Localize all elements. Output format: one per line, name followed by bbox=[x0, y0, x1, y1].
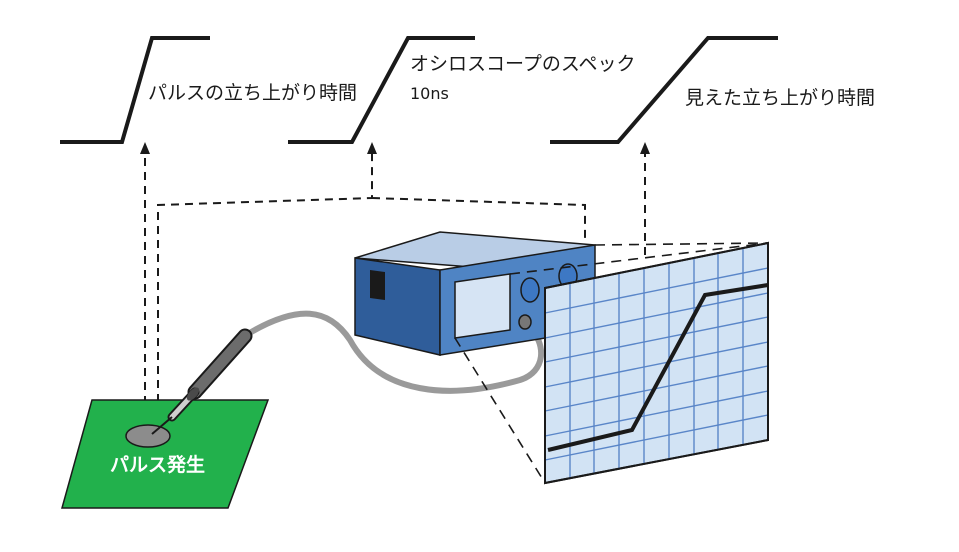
oscilloscope-icon bbox=[354, 231, 596, 356]
observed-rise-time-label: 見えた立ち上がり時間 bbox=[685, 87, 876, 109]
scope-spec-arrow-line bbox=[157, 152, 373, 430]
scope-spec-value: 10ns bbox=[410, 84, 449, 103]
observed-waveform-icon bbox=[550, 36, 778, 144]
scope-spec-arrow-line-right bbox=[371, 197, 586, 240]
pulse-arrow-head-icon bbox=[140, 142, 150, 154]
probe-cable bbox=[235, 310, 545, 394]
scope-grid-panel bbox=[544, 241, 769, 485]
probe-icon bbox=[151, 328, 253, 435]
observed-trace bbox=[547, 283, 769, 452]
projection-lines bbox=[454, 242, 769, 484]
oscilloscope-screen bbox=[454, 273, 511, 339]
probe-contact-pad bbox=[125, 424, 171, 448]
circuit-board-icon bbox=[61, 399, 270, 509]
oscilloscope-knob-1 bbox=[520, 277, 540, 303]
pulse-waveform-icon bbox=[60, 36, 210, 144]
oscilloscope-side bbox=[354, 257, 441, 356]
scope-spec-label: オシロスコープのスペック bbox=[410, 53, 636, 75]
observed-arrow-head-icon bbox=[640, 142, 650, 154]
pulse-source-label: パルス発生 bbox=[110, 454, 206, 476]
pulse-rise-time-label: パルスの立ち上がり時間 bbox=[148, 82, 358, 104]
oscilloscope-input-connector bbox=[518, 314, 532, 330]
scope-spec-waveform-icon bbox=[288, 36, 475, 144]
scope-spec-arrow-head-icon bbox=[367, 142, 377, 154]
oscilloscope-vent bbox=[370, 270, 385, 300]
